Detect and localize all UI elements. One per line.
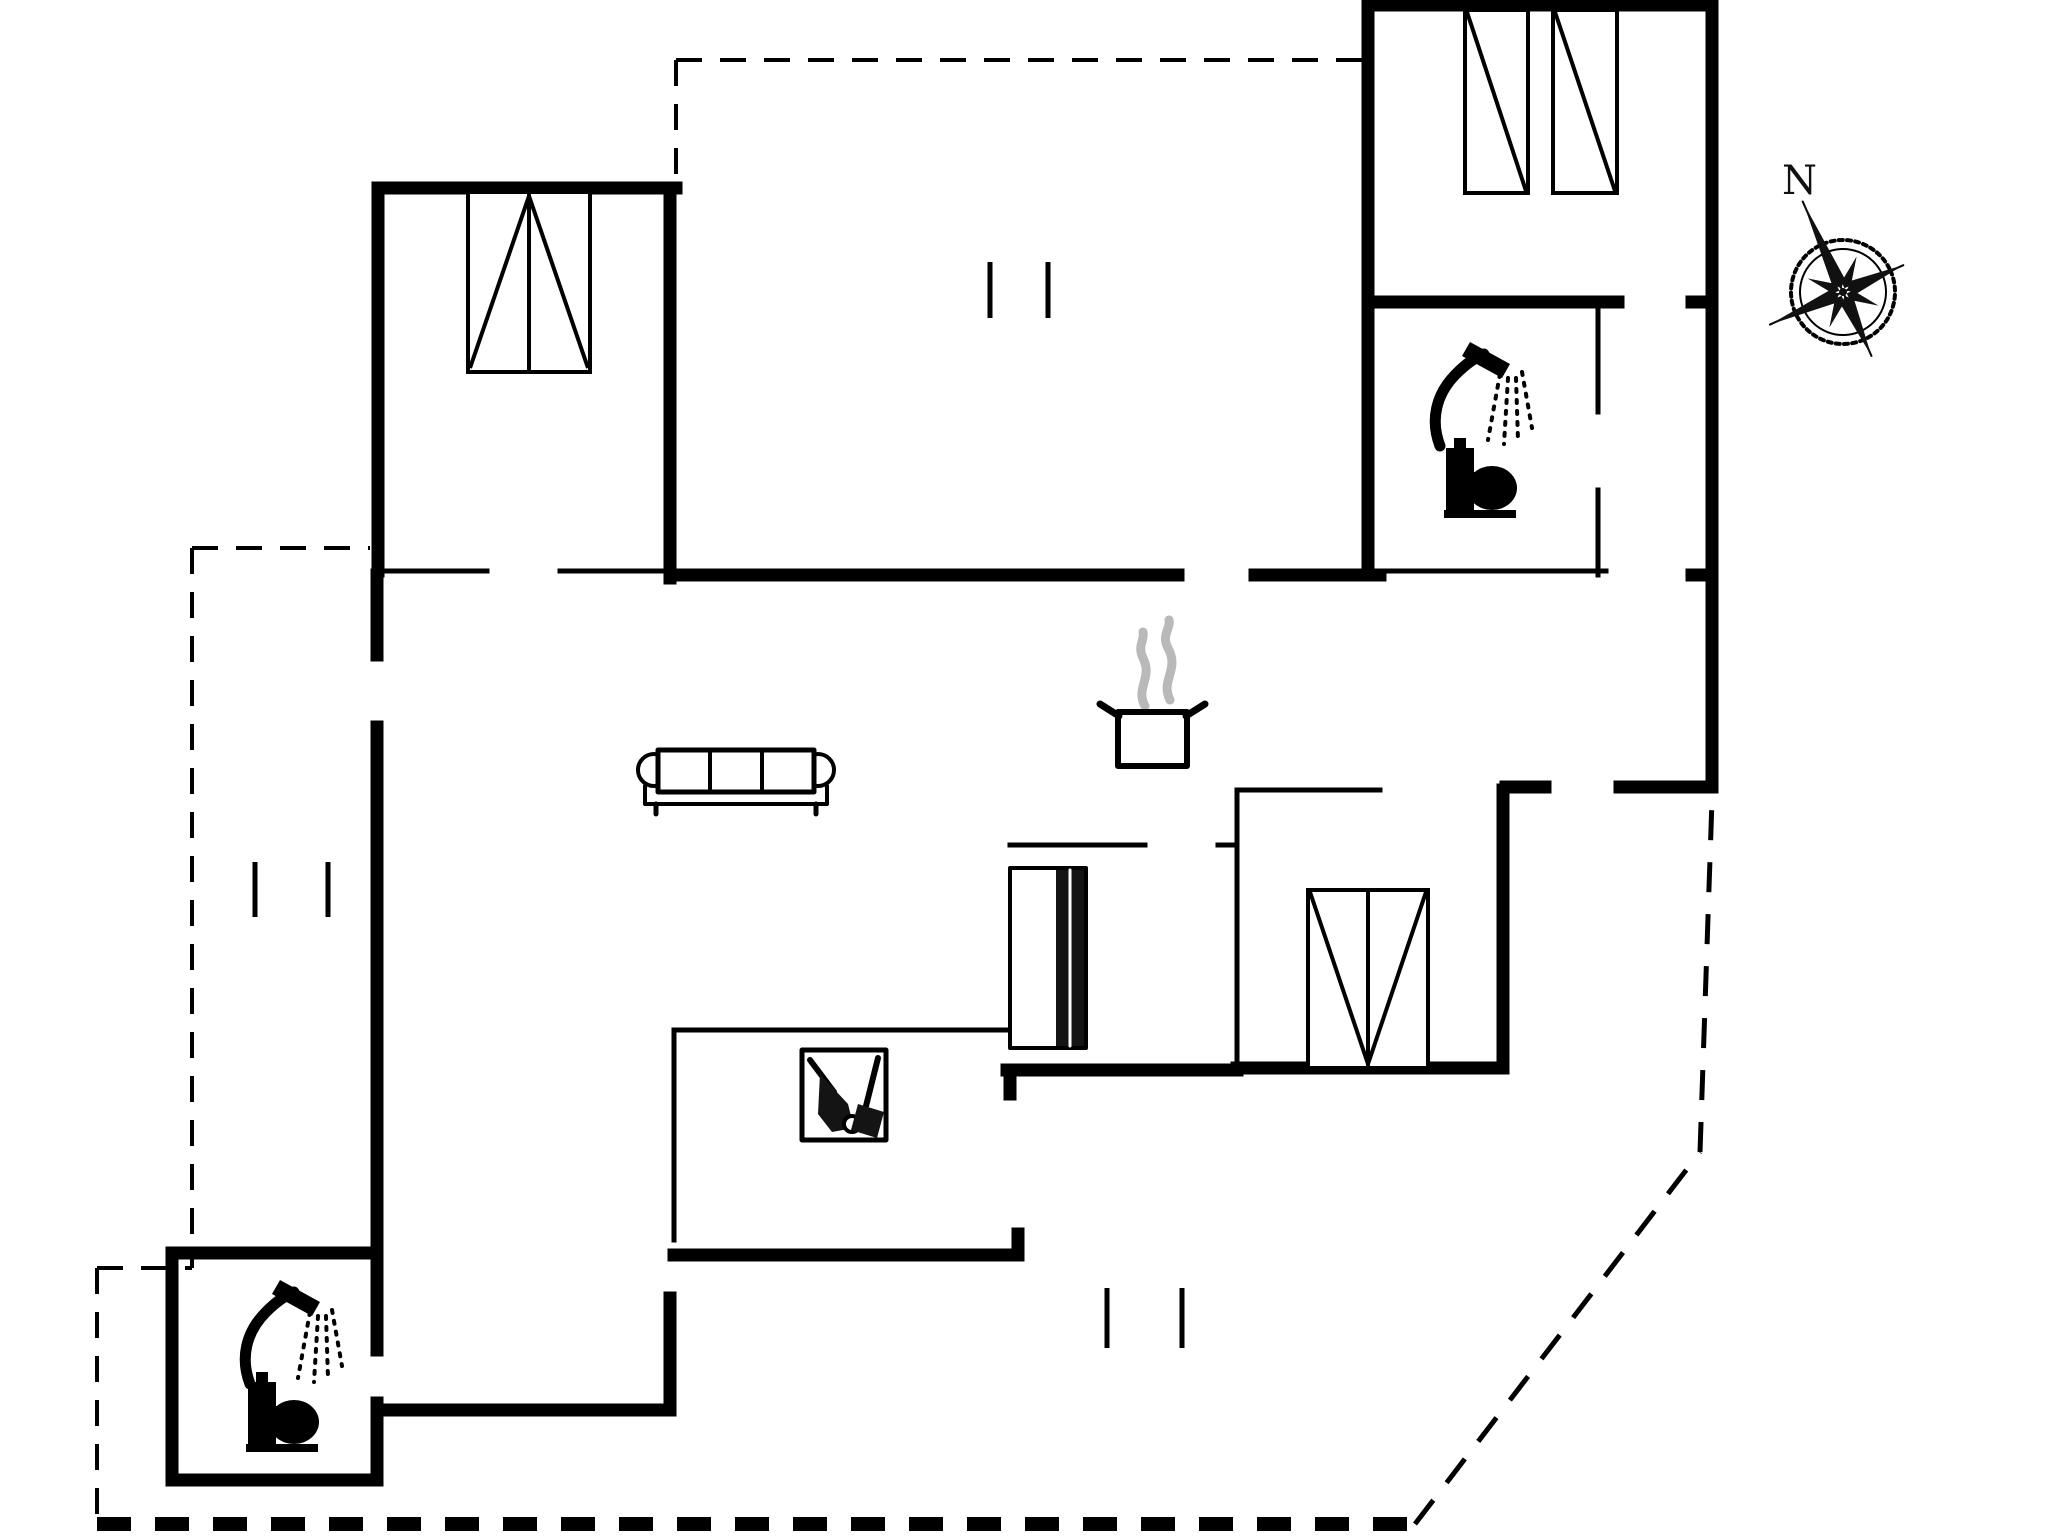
cleaning-equipment-icon [799,1047,889,1143]
single-bed-northeast-left-line [1465,11,1528,192]
wardrobe-symbol [1008,866,1088,1050]
double-bed-middle-line [1366,891,1428,1065]
shower-icon-southwest-bathroom [312,1314,320,1384]
single-bed-northeast-left [1463,8,1530,195]
single-bed-northeast-right-line [1553,11,1617,192]
shower-icon-southwest-bathroom [330,1308,344,1368]
shower-icon-northeast-bathroom [1486,372,1502,442]
sofa-icon [655,747,817,795]
steam-icon [1160,615,1177,705]
stove-pot-icon [1096,700,1123,720]
compass-rose-icon [1829,295,1845,328]
compass-rose-icon [1839,288,1847,296]
double-bed-northwest [466,190,592,374]
cleaning-equipment-icon [851,1104,884,1138]
terrace-boundary-dashed [1697,799,1715,1153]
toilet-icon-northeast-bathroom [1444,438,1517,518]
shower-icon-southwest-bathroom [296,1310,312,1380]
compass-north-label: N [1782,158,1817,204]
compass-rose-icon [1769,290,1840,325]
shower-icon-southwest-bathroom [324,1314,330,1380]
shower-icon-southwest-bathroom [272,1280,320,1316]
compass-rose-icon [1807,278,1840,294]
double-bed-northwest-line [468,195,531,369]
sofa-icon [643,784,829,806]
shower-icon-northeast-bathroom [1520,370,1534,430]
shower-icon-northeast-bathroom [1429,342,1534,452]
stove-pot-icon [1096,700,1209,769]
double-bed-middle [1306,888,1430,1070]
compass-rose-icon [1768,200,1905,357]
toilet-icon-southwest-bathroom [246,1372,319,1452]
compass-rose-icon-group [1807,256,1879,328]
compass-rose-icon [1802,201,1845,289]
steam-icon [1136,615,1177,711]
terrace-boundary-dashed [1413,1150,1702,1526]
toilet-icon-northeast-bathroom [1468,472,1484,502]
compass-rose-icon [1841,256,1857,289]
stove-pot-icon [1115,709,1190,769]
single-bed-northeast-right [1551,8,1619,195]
double-bed-northwest-line [527,195,590,369]
cleaning-equipment-icon [863,1055,881,1109]
shower-icon-northeast-bathroom [1462,342,1510,378]
toilet-icon-northeast-bathroom [1444,510,1516,518]
double-bed-middle-line [1308,891,1370,1065]
steam-icon [1136,627,1151,711]
compass-rose-icon [1846,290,1879,306]
shower-icon-southwest-bathroom [239,1280,344,1390]
sofa-icon [636,747,836,817]
stove-pot-icon [1182,700,1209,720]
toilet-icon-northeast-bathroom [1446,438,1474,510]
compass-rose-icon [1846,265,1904,294]
toilet-icon-southwest-bathroom [270,1406,286,1436]
toilet-icon-southwest-bathroom [246,1444,318,1452]
shower-icon-northeast-bathroom [1502,376,1510,446]
shower-icon-northeast-bathroom [1514,376,1520,442]
compass-rose-icon-group [1768,200,1905,357]
compass-rose-icon [1841,295,1872,356]
toilet-icon-southwest-bathroom [248,1372,276,1444]
